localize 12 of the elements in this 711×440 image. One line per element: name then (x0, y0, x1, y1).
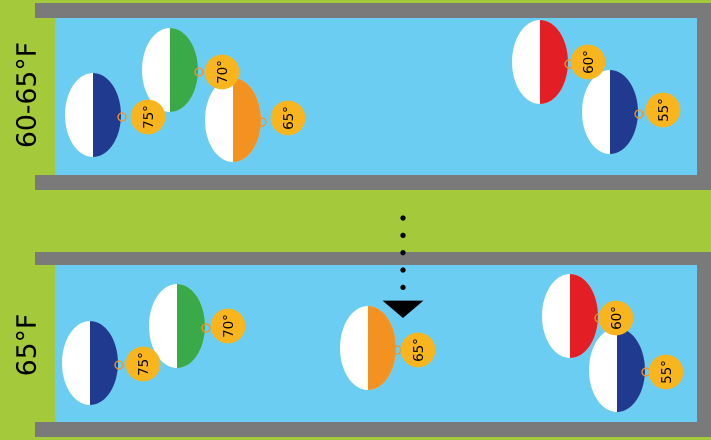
temperature-tag: 70° (210, 308, 246, 344)
temperature-tag: 65° (400, 332, 436, 368)
node-label: 65°F (16, 315, 36, 374)
temperature-tag: 60° (570, 44, 606, 80)
temperature-tag: 70° (204, 54, 240, 90)
temperature-tag: 75° (126, 346, 160, 382)
temperature-tag: 55° (646, 92, 680, 128)
temperature-tag: 65° (270, 100, 306, 136)
temperature-tag: 60° (598, 300, 634, 336)
node-label: 60-65°F (16, 44, 36, 146)
temperature-tag: 75° (130, 100, 166, 134)
temperature-tag: 55° (648, 354, 684, 390)
